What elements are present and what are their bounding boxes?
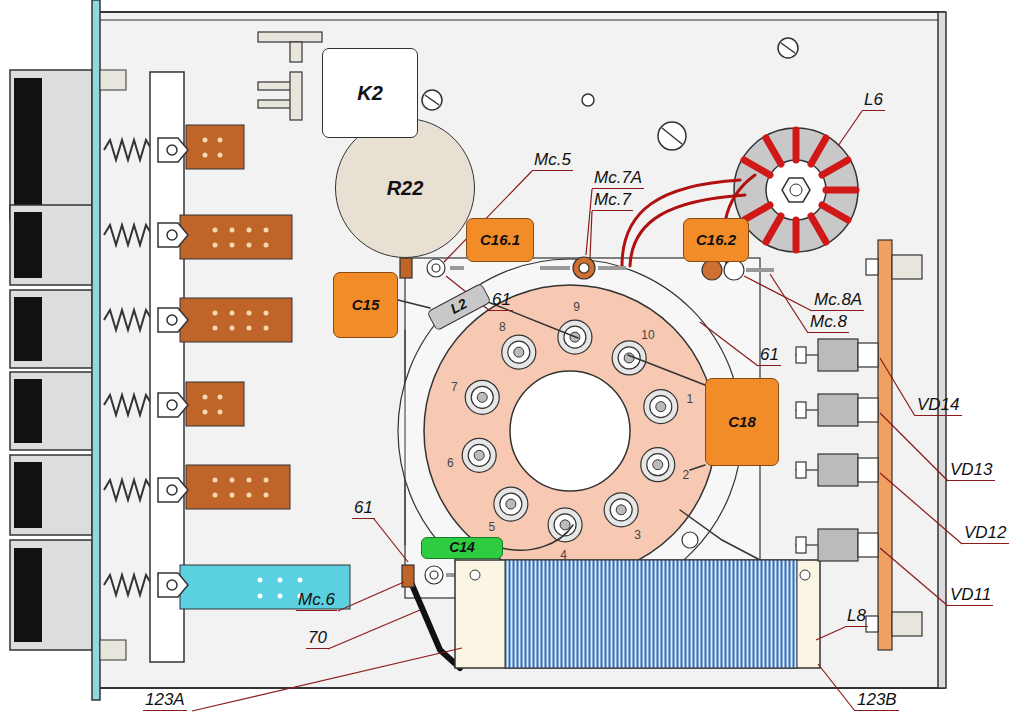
callout-label: L8 [845, 606, 868, 627]
part-label: L2 [448, 296, 470, 317]
capacitor: C14 [421, 537, 503, 559]
potentiometer: R22 [335, 118, 475, 258]
callout-label: Mc.6 [296, 590, 337, 611]
capacitor: C16.2 [683, 218, 749, 262]
socket-pin [494, 487, 528, 521]
callout-label: 123A [143, 690, 187, 711]
relay-box: K2 [322, 48, 418, 138]
callout-label: Mc.8 [808, 312, 849, 333]
pin-number: 4 [560, 548, 567, 562]
socket-pin [462, 438, 496, 472]
callout-label: VD14 [915, 395, 962, 416]
relay-pins [258, 32, 322, 120]
front-knobs [10, 70, 92, 650]
callout-label: VD13 [948, 460, 995, 481]
switch-springs [104, 140, 152, 595]
bushing [100, 640, 126, 660]
front-panel [92, 0, 100, 700]
part-label: C15 [352, 297, 380, 314]
socket-pin [465, 380, 499, 414]
diodes [795, 339, 878, 561]
callout-label: Mc.8A [812, 290, 864, 311]
callout-label: L6 [862, 90, 885, 111]
pin-number: 7 [451, 380, 458, 394]
socket-pin [604, 493, 638, 527]
part-label: R22 [387, 177, 424, 199]
callout-label: 70 [306, 628, 329, 649]
contact-dots [203, 138, 269, 498]
callout-label: Mc.7A [592, 168, 644, 189]
chassis-edge [98, 20, 944, 21]
chassis-side [938, 12, 946, 688]
socket-pin [644, 390, 678, 424]
contact-strips [180, 125, 350, 609]
part-label: K2 [357, 82, 383, 104]
choke-symbol: L2 [426, 283, 491, 332]
part-label: C16.1 [480, 232, 520, 249]
leader-lines [192, 111, 962, 711]
toroid-coil [734, 128, 858, 252]
part-label: C16.2 [696, 232, 736, 249]
switch-tabs [158, 138, 188, 597]
diode-board [866, 240, 922, 650]
pin-number: 10 [641, 328, 654, 342]
callout-label: 61 [490, 290, 513, 311]
pin-number: 5 [489, 520, 496, 534]
pin-number: 6 [447, 456, 454, 470]
tube-socket [424, 285, 716, 577]
pin-number: 3 [634, 528, 641, 542]
callout-label: Mc.7 [592, 190, 633, 211]
callout-label: 123B [855, 690, 899, 711]
socket-pin [641, 448, 675, 482]
pin-number: 9 [573, 300, 580, 314]
callout-label: Mc.5 [532, 150, 573, 171]
capacitor: C16.1 [466, 218, 534, 262]
socket-pin [548, 508, 582, 542]
socket-hole [510, 371, 630, 491]
part-label: C18 [728, 414, 756, 431]
callout-label: VD11 [948, 585, 993, 606]
bushing [100, 70, 126, 90]
socket-pin [612, 341, 646, 375]
pin-number: 8 [499, 320, 506, 334]
pin-number: 2 [682, 468, 689, 482]
callout-label: 61 [758, 345, 781, 366]
socket-pin [502, 335, 536, 369]
callout-label: VD12 [962, 523, 1009, 544]
capacitor: C15 [333, 272, 398, 338]
socket-pins [462, 320, 678, 542]
chassis [98, 12, 944, 688]
pin-number: 1 [686, 392, 693, 406]
coil-form [455, 560, 820, 668]
socket-plate [398, 259, 742, 603]
capacitor: C18 [705, 378, 779, 466]
part-label: C14 [449, 540, 475, 555]
callout-label: 61 [352, 498, 375, 519]
